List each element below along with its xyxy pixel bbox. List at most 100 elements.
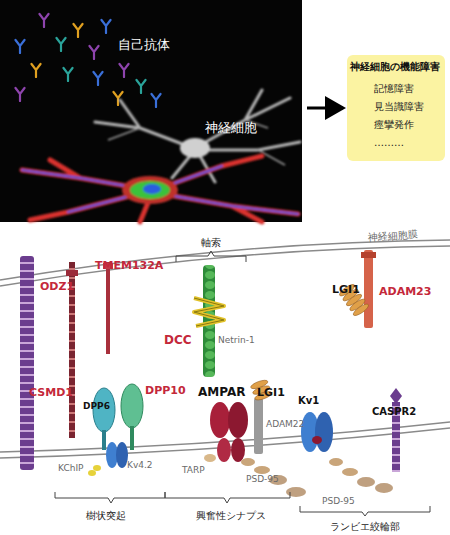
protein-name: DPP10	[145, 385, 186, 397]
symptom-item: 記憶障害	[350, 80, 443, 98]
synapse-bracket-part	[165, 492, 290, 503]
dendrite-bracket-part	[55, 492, 165, 503]
axon-bracket-part	[176, 251, 246, 262]
antibody-icons-part	[120, 64, 129, 77]
psd95-scaffold-part	[329, 458, 343, 466]
antibody-icons-part	[94, 72, 103, 85]
protein-name: CASPR2	[372, 406, 416, 417]
kv42-channel-part	[93, 465, 101, 471]
antibody-icons-part	[137, 80, 146, 93]
antibody-icons-part	[152, 94, 161, 107]
protein-name: DPP6	[83, 402, 110, 412]
region-label: 樹状突起	[86, 510, 126, 521]
ampar-channel	[210, 402, 248, 462]
cell-membrane	[0, 240, 450, 458]
ampar-channel-part	[210, 402, 230, 438]
psd95-scaffold-part	[342, 468, 358, 476]
region-label: 興奮性シナプス	[196, 510, 266, 521]
ranvier-bracket	[300, 506, 430, 516]
csmd1-protein	[20, 256, 34, 470]
axon-bracket	[176, 251, 246, 262]
protein-name: DCC	[164, 334, 192, 347]
grey-neuron	[95, 90, 300, 182]
stained-neuron-part	[22, 156, 298, 222]
grey-neuron-part	[95, 90, 300, 182]
dpp6-protein	[93, 388, 115, 450]
dcc-protein-part	[194, 298, 224, 326]
protein-name: PSD-95	[322, 497, 355, 507]
stained-neuron-part	[22, 166, 298, 214]
flow-arrow	[307, 107, 343, 110]
caspr2-protein-part	[390, 388, 402, 404]
ligand-name: Netrin-1	[218, 336, 255, 346]
protein-name: ODZ1	[40, 281, 74, 293]
psd95-scaffold-part	[204, 454, 216, 462]
antibody-icons-part	[16, 88, 25, 101]
cell-membrane-part	[0, 240, 450, 280]
odz1-protein-part	[66, 270, 78, 276]
tmem132a-protein-part	[106, 262, 110, 354]
protein-name: TARP	[182, 466, 205, 476]
protein-name: AMPAR	[198, 386, 245, 399]
photo-panel: 自己抗体神経細胞	[0, 0, 302, 222]
region-label: ランビエ絞輪部	[330, 521, 400, 532]
photo-background-part	[0, 0, 302, 222]
ampar-channel-part	[231, 438, 245, 462]
dcc-protein-part	[194, 298, 224, 326]
antibody-label: 自己抗体	[118, 36, 170, 54]
kv42-channel-part	[116, 442, 128, 468]
psd95-scaffold	[204, 454, 306, 497]
ampar-channel-part	[228, 402, 248, 438]
psd95-scaffold-part	[286, 487, 306, 497]
neuron-label: 神経細胞	[205, 119, 257, 137]
protein-name: ADAM23	[379, 286, 431, 298]
protein-name: ADAM22	[266, 420, 304, 430]
stained-neuron-part	[130, 181, 170, 199]
symptom-item: ………	[350, 134, 443, 152]
grey-neuron-part	[180, 138, 210, 158]
tmem132a-protein	[103, 262, 113, 354]
protein-name: Kv4.2	[127, 461, 153, 471]
csmd1-protein-part	[20, 256, 34, 470]
antibody-icons-part	[40, 14, 49, 27]
antibody-icons-part	[57, 38, 66, 51]
symptom-item: 痙攣発作	[350, 116, 443, 134]
protein-name: Kv1	[298, 395, 319, 406]
psd95-scaffold-part	[357, 477, 375, 487]
protein-name: KChIP	[58, 464, 83, 474]
box-heading: 神経細胞の機能障害	[350, 60, 443, 74]
psd95-scaffold-part	[254, 466, 270, 474]
protein-name: CSMD1	[29, 387, 73, 399]
antibody-icons-part	[74, 24, 83, 37]
adam23-lgi1-complex-part	[361, 252, 376, 258]
ampar-channel-part	[217, 438, 231, 462]
stained-neuron-part	[122, 176, 178, 204]
antibody-icons-part	[32, 64, 41, 77]
photo-background	[0, 0, 302, 222]
kv1-channel-part	[312, 436, 322, 444]
adam23-lgi1-complex-part	[364, 250, 373, 328]
protein-name: LGI1	[257, 387, 285, 399]
protein-name: LGI1	[332, 284, 360, 296]
symptom-box: 神経細胞の機能障害記憶障害見当識障害痙攣発作………	[347, 55, 445, 161]
cell-membrane-part	[0, 246, 450, 286]
dpp6-protein-part	[102, 430, 106, 450]
psd95-scaffold-part	[375, 483, 393, 493]
region-label: 軸索	[201, 237, 221, 248]
caspr2-protein	[390, 388, 402, 472]
dcc-protein	[194, 265, 224, 377]
kv42-channel-part	[88, 470, 96, 476]
psd95-scaffold	[329, 458, 393, 493]
dpp10-protein	[121, 384, 143, 450]
adam23-lgi1-complex-part-part	[352, 302, 370, 317]
protein-name: TMEM132A	[95, 260, 163, 272]
stained-neuron	[22, 156, 298, 222]
antibody-icons-part	[16, 40, 25, 53]
kv1-channel	[301, 412, 333, 452]
adam22-lgi1-complex-part	[254, 398, 263, 454]
antibody-icons	[16, 14, 161, 107]
ranvier-bracket-part	[300, 506, 430, 516]
kv1-channel-part	[315, 412, 333, 452]
psd95-scaffold-part	[241, 458, 255, 466]
antibody-icons-part	[102, 20, 111, 33]
